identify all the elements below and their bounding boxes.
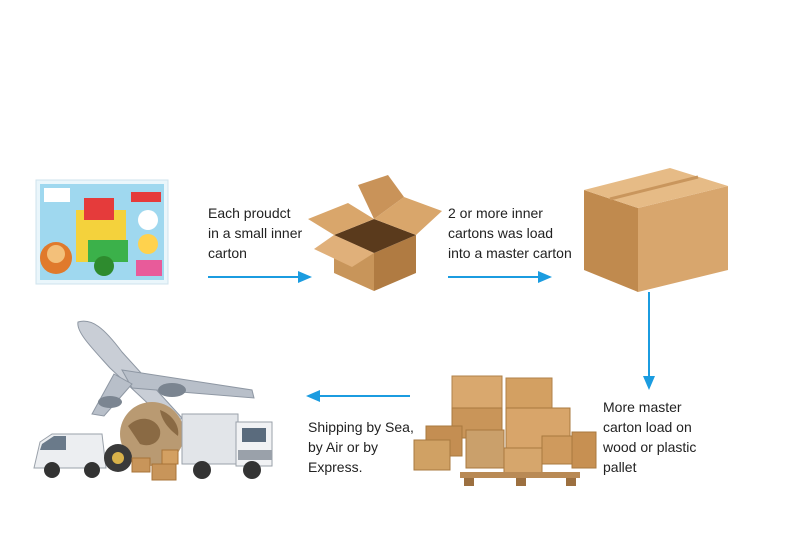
truck-icon: [181, 413, 273, 479]
master-carton-image: [584, 168, 728, 292]
step1-line-2: in a small inner: [208, 225, 303, 241]
arrow-right-icon: [208, 271, 312, 283]
step4-line-1: Shipping by Sea,: [308, 419, 414, 435]
step3-line-1: More master: [603, 399, 682, 415]
step3-line-2: carton load on: [603, 419, 692, 435]
arrow-left-icon: [306, 390, 410, 402]
step3-line-3: wood or plastic: [603, 439, 697, 455]
pallet-image: [413, 375, 597, 486]
step1-caption: Each proudct in a small inner carton: [208, 203, 302, 263]
transport-image: [33, 320, 273, 481]
toy-product-box-image: [35, 179, 169, 285]
step2-line-1: 2 or more inner: [448, 205, 543, 221]
open-carton-image: [308, 175, 442, 291]
arrow-down-icon: [643, 292, 655, 390]
step3-caption: More master carton load on wood or plast…: [603, 397, 696, 477]
step4-line-3: Express.: [308, 459, 363, 475]
step2-line-2: cartons was load: [448, 225, 554, 241]
step3-line-4: pallet: [603, 459, 637, 475]
airplane-icon: [77, 320, 255, 427]
arrow-right-icon: [448, 271, 552, 283]
van-icon: [33, 433, 107, 478]
step2-caption: 2 or more inner cartons was load into a …: [448, 203, 572, 263]
step4-line-2: by Air or by: [308, 439, 379, 455]
step1-line-1: Each proudct: [208, 205, 291, 221]
step2-line-3: into a master carton: [448, 245, 572, 261]
step1-line-3: carton: [208, 245, 247, 261]
step4-caption: Shipping by Sea, by Air or by Express.: [308, 417, 414, 477]
